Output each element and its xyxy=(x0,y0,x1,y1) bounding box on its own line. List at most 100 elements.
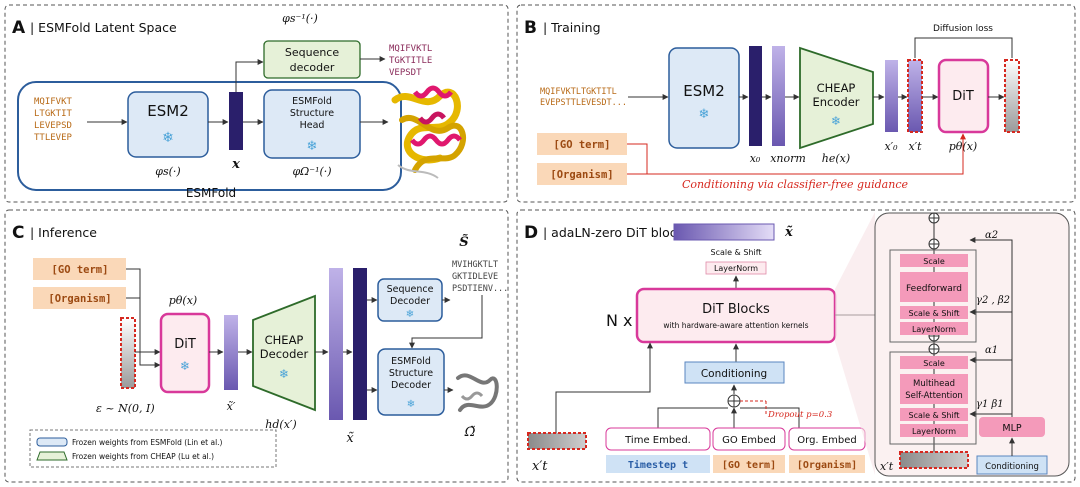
head-line: Structure xyxy=(290,108,334,119)
snowflake-icon: ❄ xyxy=(407,399,415,410)
dit-blocks-label: DiT Blocks xyxy=(702,302,770,317)
structure-output-icon xyxy=(456,373,499,412)
xtp-label: x′t xyxy=(908,140,922,153)
go-term-label-d: [GO term] xyxy=(722,460,776,471)
go-term-label-b: [GO term] xyxy=(554,139,611,151)
noise-input-c xyxy=(120,317,136,389)
x-tilde-label-d: x̃ xyxy=(784,225,793,240)
organism-box-c xyxy=(33,287,126,309)
gb1-label: γ1 β1 xyxy=(976,399,1004,410)
seq-line: EVEPSTTLEVESDT... xyxy=(540,98,627,108)
head-line: ESMFold xyxy=(391,356,431,367)
latent-xnorm-bar xyxy=(772,46,785,146)
organism-label-c: [Organism] xyxy=(48,293,111,305)
x0p-label: x′₀ xyxy=(884,140,898,153)
snowflake-icon: ❄ xyxy=(180,359,190,373)
dit-label-c: DiT xyxy=(174,337,196,352)
phi-omega-inv-label: φΩ⁻¹(·) xyxy=(292,165,331,178)
seq-line: LTGKTIT xyxy=(34,109,73,119)
snowflake-icon: ❄ xyxy=(162,130,174,146)
seq-line: PSDTIENV... xyxy=(452,284,508,294)
seq-line: MQIFVKT xyxy=(34,97,73,107)
head-line: Structure xyxy=(389,368,433,379)
go-term-box-b xyxy=(537,133,627,155)
scale-shift-label-2: Scale & Shift xyxy=(908,309,959,318)
go-term-label-c: [GO term] xyxy=(52,264,109,276)
mhsa-box xyxy=(900,374,968,404)
xp-tilde-label: x̃′ xyxy=(227,400,236,413)
scale-label-1: Scale xyxy=(923,359,945,368)
dropout-label: Dropout p=0.3 xyxy=(767,410,832,420)
seq-dec-line: Sequence xyxy=(285,46,339,59)
panel-a: A | ESMFold Latent Space ESMFold MQIFVKT… xyxy=(4,4,509,203)
phi-s-inv-label: φs⁻¹(·) xyxy=(282,12,318,25)
organism-box-b xyxy=(537,163,627,185)
predicted-noise-b xyxy=(1004,59,1020,133)
xnorm-label: xnorm xyxy=(770,152,806,165)
time-embed-box xyxy=(605,427,711,451)
input-sequence-a: MQIFVKT LTGKTIT LEVEPSD TTLEVEP xyxy=(34,97,73,143)
org-embed-label: Org. Embed xyxy=(797,435,856,446)
dit-block-c xyxy=(159,312,211,394)
noisy-latent-b xyxy=(907,59,923,133)
latent-x-bar xyxy=(229,92,243,150)
alpha1-label: α1 xyxy=(985,345,998,356)
encoder-line: CHEAP xyxy=(817,81,856,95)
n-x-label: N x xyxy=(606,311,633,330)
alpha2-label: α2 xyxy=(985,230,998,241)
hd-label: hd(x′) xyxy=(265,418,296,431)
x0-label: x₀ xyxy=(750,152,761,165)
go-term-box-d xyxy=(713,455,785,473)
panel-a-title: | ESMFold Latent Space xyxy=(30,20,177,35)
eps-label: ε ~ N(0, I) xyxy=(96,402,155,415)
diffusion-loss-label: Diffusion loss xyxy=(933,24,993,34)
noisy-input-d xyxy=(527,432,587,450)
panel-c: C | Inference [GO term] [Organism] ε ~ N… xyxy=(4,209,509,483)
head-line: Head xyxy=(300,120,325,131)
go-embed-label: GO Embed xyxy=(722,435,776,446)
layernorm-label-1: LayerNorm xyxy=(912,427,956,436)
scale-shift-label-1: Scale & Shift xyxy=(908,411,959,420)
cheap-encoder-b xyxy=(799,46,874,150)
legend-cheap-label: Frozen weights from CHEAP (Lu et al.) xyxy=(72,452,214,461)
esm2-label-a: ESM2 xyxy=(147,102,188,120)
layernorm-box-2 xyxy=(900,322,968,335)
encoder-line: Encoder xyxy=(812,95,859,109)
mlp-box xyxy=(979,417,1045,437)
seq-dec-line: decoder xyxy=(290,61,335,74)
panel-b: B | Training MQIFVKTLTGKTITL EVEPSTTLEVE… xyxy=(516,4,1076,203)
snowflake-icon: ❄ xyxy=(699,107,710,122)
esmfold-label: ESMFold xyxy=(186,186,236,200)
go-term-box-c xyxy=(33,258,126,280)
time-embed-label: Time Embed. xyxy=(624,435,691,446)
esmfold-frame xyxy=(17,81,402,191)
legend-frame xyxy=(29,429,277,468)
timestep-label: Timestep t xyxy=(628,459,688,471)
esm2-block-a xyxy=(127,91,209,158)
panel-d: D | adaLN-zero DiT block x̃ Scale & Shif… xyxy=(516,209,1076,483)
xtp-label-d: x′t xyxy=(532,459,548,474)
timestep-box xyxy=(606,455,710,473)
output-sequence-a: MQIFVKTL TGKTITLE VEPSDT xyxy=(389,44,432,78)
panel-d-letter: D xyxy=(524,223,538,243)
scale-shift-box-1 xyxy=(900,408,968,421)
scale-shift-label-d: Scale & Shift xyxy=(710,248,761,257)
cfg-label: Conditioning via classifier-free guidanc… xyxy=(682,178,908,191)
snowflake-icon: ❄ xyxy=(831,114,841,128)
phi-s-label: φs(·) xyxy=(155,165,180,178)
panel-d-title: | adaLN-zero DiT block xyxy=(543,225,685,240)
layernorm-box-d xyxy=(705,261,767,275)
snowflake-icon: ❄ xyxy=(406,309,414,320)
dit-label-b: DiT xyxy=(952,89,974,104)
snowflake-icon: ❄ xyxy=(307,139,318,154)
panel-c-frame xyxy=(4,209,509,483)
seq-dec-line: Sequence xyxy=(387,284,434,295)
he-label: he(x) xyxy=(822,152,850,165)
conditioning-box-d xyxy=(684,361,785,384)
scale-box-2 xyxy=(900,254,968,267)
decoder-line: Decoder xyxy=(260,347,309,361)
latent-x0-bar xyxy=(749,46,762,146)
scale-box-1 xyxy=(900,356,968,369)
panel-b-title: | Training xyxy=(543,20,601,35)
